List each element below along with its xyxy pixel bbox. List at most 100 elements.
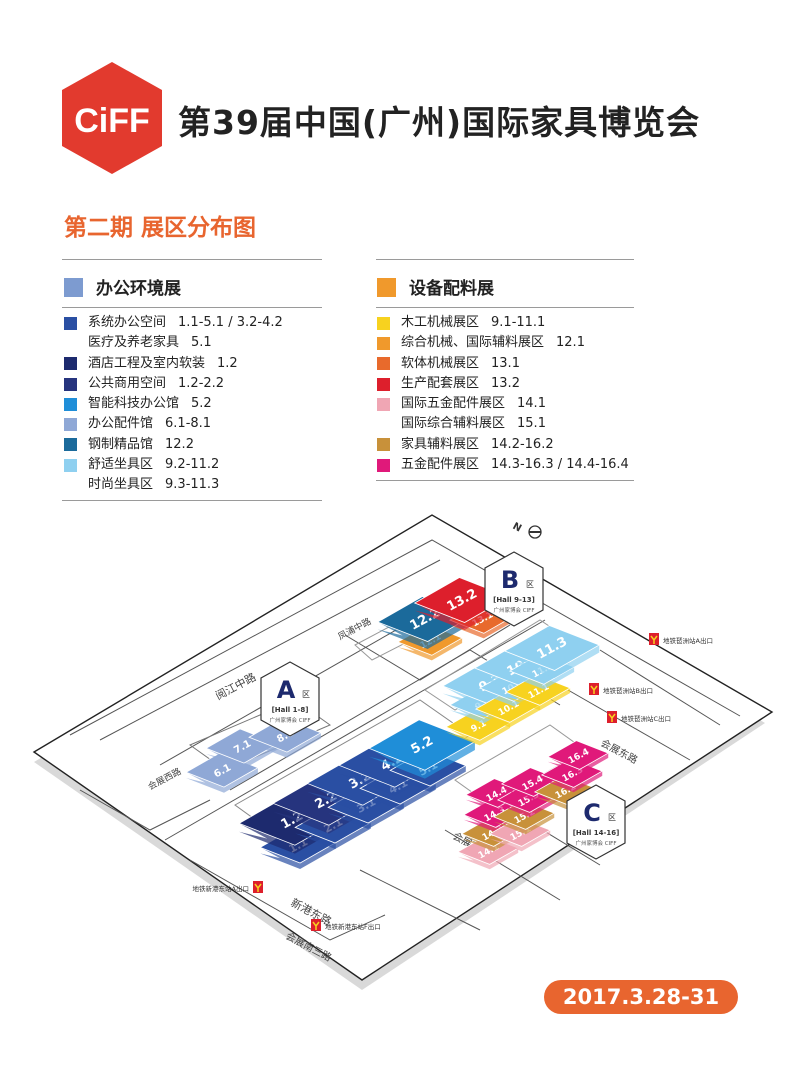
legend-item-name: 软体机械展区	[401, 355, 480, 371]
legend-item-range: 6.1-8.1	[165, 416, 212, 432]
hall-block-side	[390, 765, 466, 792]
legend-swatch	[377, 397, 390, 411]
metro-exit-label: 地铁琶洲站B出口	[603, 686, 653, 695]
legend-item-range: 13.1	[491, 355, 520, 371]
category-label: 设备配料展	[409, 279, 494, 299]
legend-item-range: 14.2-16.2	[491, 436, 554, 452]
zone-halls: [Hall 9-13]	[493, 596, 535, 604]
legend-item-range: 12.1	[556, 335, 585, 351]
hall-block-side	[397, 637, 463, 661]
legend-item-name: 办公配件馆	[88, 416, 154, 432]
legend-right-category: 设备配料展	[377, 274, 494, 299]
hall-block-side	[457, 848, 519, 870]
category-swatch	[64, 278, 83, 297]
hall-block-side	[360, 783, 436, 810]
category-swatch	[377, 278, 396, 297]
legend-item: 钢制精品馆 12.2	[64, 435, 283, 455]
legend-left-mid-rule	[62, 307, 322, 308]
zone-letter: C	[583, 799, 601, 827]
hall-block-side	[249, 732, 321, 758]
page-subtitle: 第二期 展区分布图	[64, 215, 257, 241]
hall-block-side	[541, 771, 603, 793]
metro-exit: 地铁新港东站A出口	[193, 881, 263, 893]
zone-letter: A	[277, 676, 296, 704]
hall-block-side	[186, 767, 258, 793]
legend-item-name: 国际综合辅料展区	[401, 416, 506, 432]
hall-block-side	[369, 741, 475, 779]
zone-org: 广州家博会 CIFF	[575, 839, 616, 847]
hall-block-side	[377, 616, 473, 649]
ciff-logo: CiFF	[62, 62, 162, 174]
legend-swatch	[64, 337, 77, 350]
legend-item-name: 公共商用空间	[88, 375, 167, 391]
hall-block-side	[449, 615, 515, 639]
legend-swatch	[64, 397, 77, 411]
hall-block-side	[328, 802, 404, 829]
hall-block-side	[445, 722, 511, 746]
legend-item-range: 12.2	[165, 436, 194, 452]
hall-block-side	[489, 830, 551, 852]
logo-text: CiFF	[74, 102, 150, 140]
legend-item-range: 5.1	[191, 335, 212, 351]
metro-icon-glyph	[608, 713, 616, 722]
metro-exit: 地铁琶洲站A出口	[649, 633, 713, 645]
legend-item-name: 钢制精品馆	[88, 436, 154, 452]
legend-swatch	[377, 316, 390, 330]
legend-swatch	[377, 357, 390, 371]
hall-block-side	[295, 822, 371, 849]
hall-block-side	[509, 666, 575, 690]
legend-item-name: 木工机械展区	[401, 315, 480, 330]
legend-item-range: 1.2	[217, 355, 238, 371]
hall-block-side	[547, 753, 609, 775]
category-label: 办公环境展	[96, 279, 181, 299]
zone-callout-frame	[260, 661, 320, 737]
zone-org: 广州家博会 CIFF	[493, 606, 534, 614]
legend-left-category: 办公环境展	[64, 274, 181, 299]
zone-halls: [Hall 14-16]	[573, 829, 620, 837]
legend-item-name: 生产配套展区	[401, 375, 480, 391]
legend-item: 木工机械展区 9.1-11.1	[377, 313, 629, 333]
legend-left-top-rule	[62, 259, 322, 260]
hall-block-side	[497, 796, 559, 818]
zone-suffix: 区	[302, 690, 310, 699]
legend-swatch	[64, 479, 77, 492]
hall-blocks: 1.11.22.12.23.13.24.14.25.15.26.17.18.19…	[185, 577, 610, 870]
legend-item-name: 智能科技办公馆	[88, 396, 180, 412]
metro-exit-label: 地铁新港东站A出口	[193, 884, 249, 893]
hall-block-side	[260, 842, 336, 869]
page-title: 第39届中国(广州)国际家具博览会	[178, 103, 701, 142]
zone-suffix: 区	[608, 813, 616, 822]
metro-icon-glyph	[650, 635, 658, 644]
compass-label: N	[511, 521, 524, 535]
compass-icon: N	[511, 521, 542, 539]
legend-item-range: 9.1-11.1	[491, 315, 546, 330]
hall-block-top	[546, 740, 610, 770]
legend-right-list: 木工机械展区 9.1-11.1 综合机械、国际辅料展区 12.1 软体机械展区 13.1 生…	[377, 313, 629, 475]
legend-item-name: 五金配件展区	[401, 457, 480, 473]
zone-letter: B	[501, 566, 519, 594]
zone-suffix: 区	[526, 580, 534, 589]
metro-exit: 地铁新港东站F出口	[311, 919, 381, 931]
metro-icon-glyph	[254, 883, 262, 892]
legend-item-name: 系统办公空间	[88, 315, 167, 330]
venue-map: 阅江中路 新港东路 凤浦中路 会展西路 会展东路 会展南二路 会展南三路 1.1…	[32, 514, 774, 990]
legend-right-bottom-rule	[376, 480, 634, 481]
hall-block-side	[475, 704, 541, 728]
legend-item-name: 综合机械、国际辅料展区	[401, 335, 545, 351]
legend-swatch	[64, 458, 77, 472]
legend-swatch	[377, 336, 390, 350]
legend-item-range: 9.2-11.2	[165, 457, 220, 473]
hall-block-side	[206, 743, 278, 769]
metro-icon-glyph	[590, 685, 598, 694]
legend-item-name: 时尚坐具区	[88, 477, 154, 493]
